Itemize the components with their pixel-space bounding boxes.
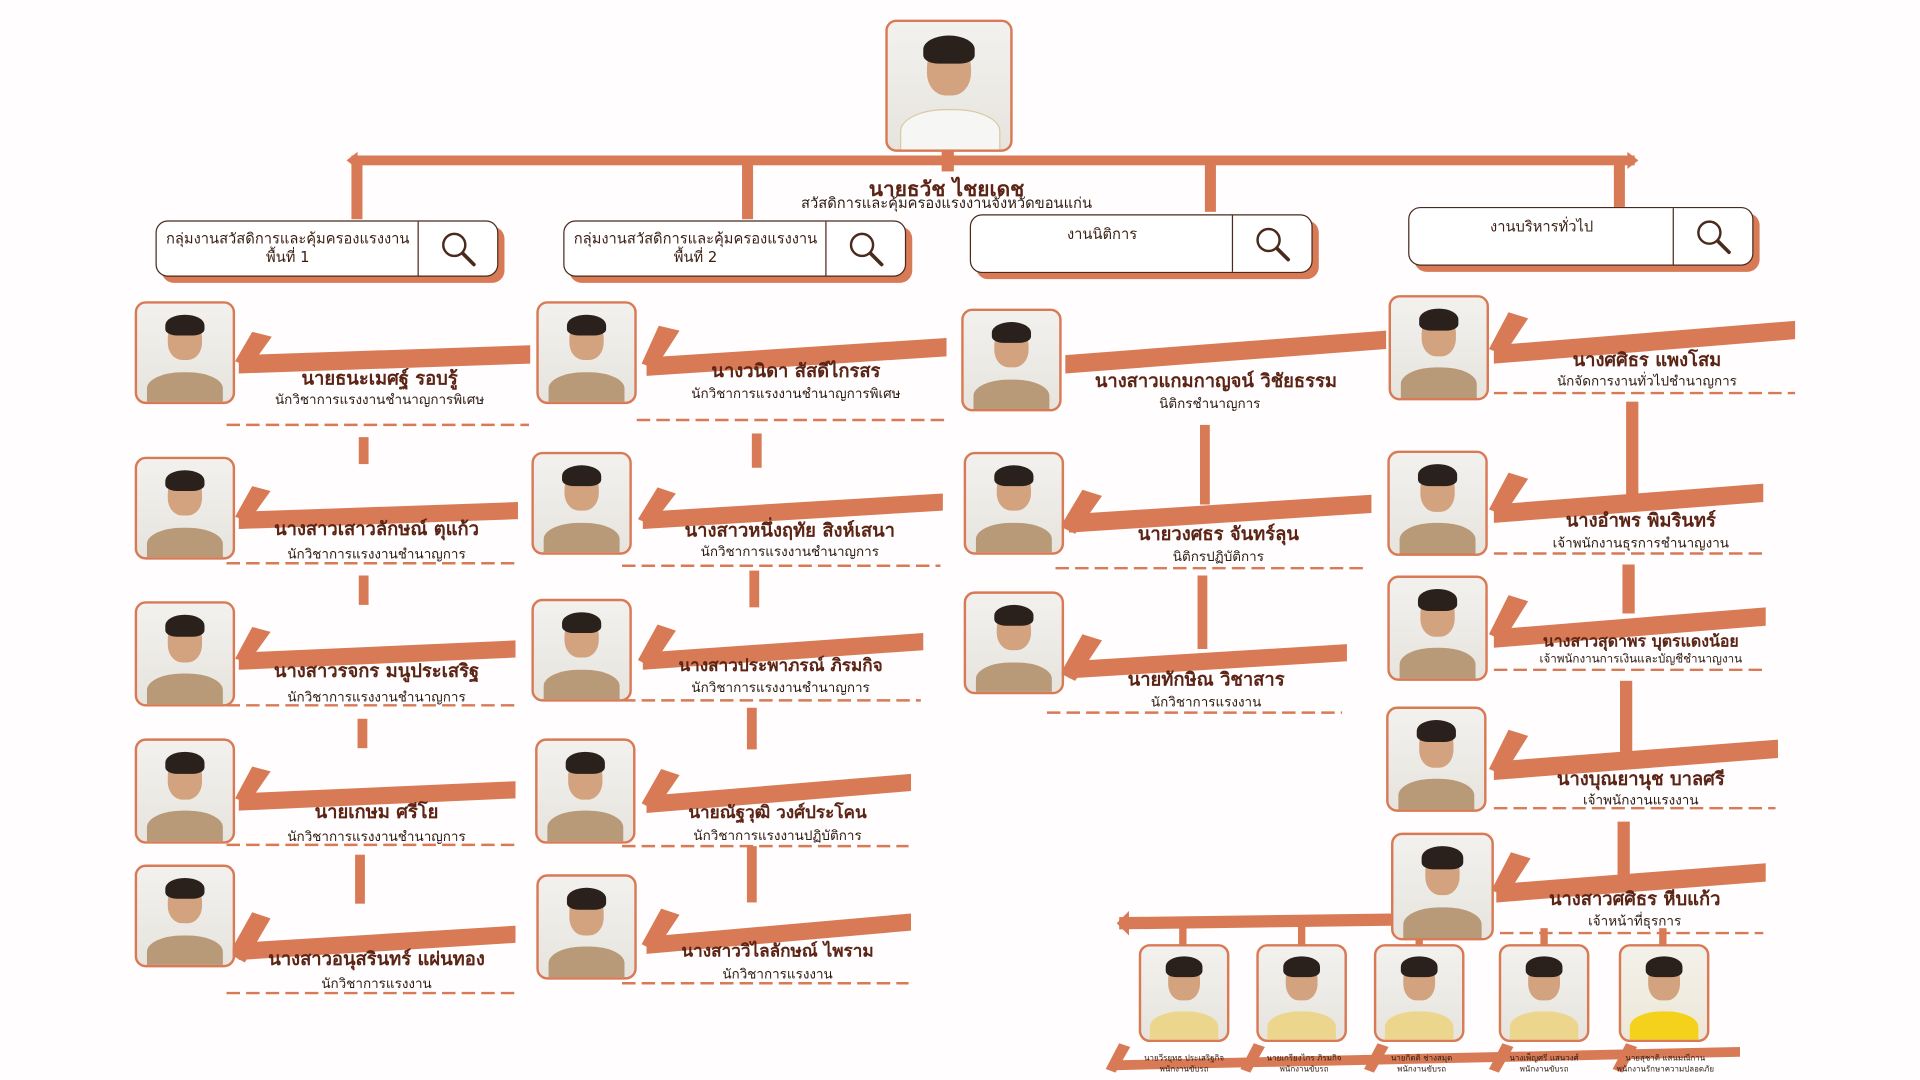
member-role: นักวิชาการแรงงาน bbox=[321, 975, 432, 992]
member-name: นางวนิดา สัสดีไกรสร bbox=[711, 360, 881, 383]
member-name: นางสาวศศิธร หีบแก้ว bbox=[1548, 887, 1721, 910]
staff-role: พนักงานรักษาความปลอดภัย bbox=[1616, 1064, 1715, 1074]
search-icon[interactable] bbox=[419, 222, 497, 276]
member-photo bbox=[963, 451, 1065, 555]
member-photo bbox=[1387, 575, 1488, 681]
staff-name: นายสุชาติ แสนมณีกาน bbox=[1625, 1053, 1706, 1063]
staff-photo bbox=[1618, 944, 1710, 1043]
member-name: นายวงศธร จันทร์ลุน bbox=[1137, 522, 1299, 545]
member-photo bbox=[536, 874, 637, 980]
member-name: นางบุณยานุช บาลศรี bbox=[1556, 767, 1725, 790]
member-name: นางศศิธร แพงโสม bbox=[1572, 348, 1722, 372]
member-photo bbox=[1391, 832, 1494, 941]
member-name: นางสาวหนึ่งฤทัย สิงห์เสนา bbox=[684, 519, 895, 542]
member-role: นักวิชาการแรงงานชำนาญการ bbox=[287, 546, 466, 563]
member-photo bbox=[134, 864, 236, 968]
member-role: เจ้าพนักงานแรงงาน bbox=[1583, 792, 1699, 809]
member-photo bbox=[134, 456, 236, 560]
member-photo bbox=[531, 451, 632, 555]
member-role: เจ้าพนักงานธุรการชำนาญงาน bbox=[1552, 535, 1729, 552]
member-photo bbox=[134, 738, 236, 844]
staff-name: นายเกรียงไกร ภิรมกิจ bbox=[1266, 1053, 1342, 1063]
member-role: เจ้าพนักงานการเงินและบัญชีชำนาญงาน bbox=[1539, 652, 1743, 667]
chief-photo bbox=[885, 19, 1013, 152]
member-name: นางสาวแกมกาญจน์ วิชัยธรรม bbox=[1094, 369, 1337, 392]
search-icon[interactable] bbox=[1674, 208, 1752, 264]
member-name: นายธนะเมศฐ์ รอบรู้ bbox=[301, 367, 458, 390]
member-photo bbox=[134, 601, 236, 707]
staff-role: พนักงานขับรถ bbox=[1159, 1064, 1209, 1074]
member-role: นักวิชาการแรงงานปฏิบัติการ bbox=[693, 827, 862, 844]
member-photo bbox=[1388, 295, 1489, 401]
search-icon[interactable] bbox=[827, 222, 905, 276]
member-photo bbox=[1386, 706, 1487, 812]
group-label: กลุ่มงานสวัสดิการและคุ้มครองแรงงาน พื้นท… bbox=[166, 230, 410, 266]
chief-role: สวัสดิการและคุ้มครองแรงงานจังหวัดขอนแก่น bbox=[801, 194, 1093, 212]
member-role: นักวิชาการแรงงานชำนาญการพิเศษ bbox=[274, 391, 485, 408]
group-box-area-2[interactable]: กลุ่มงานสวัสดิการและคุ้มครองแรงงาน พื้นท… bbox=[563, 220, 907, 277]
member-role: นักวิชาการแรงงานชำนาญการ bbox=[700, 543, 879, 560]
staff-name: นายวีรยุทธ ประเสริฐกิจ bbox=[1144, 1053, 1225, 1063]
staff-name: นายกิตติ ช่างสมุด bbox=[1390, 1053, 1453, 1063]
member-name: นางสาวอนุสรินทร์ แผ่นทอง bbox=[268, 947, 485, 970]
member-name: นายทักษิณ วิชาสาร bbox=[1127, 668, 1285, 691]
staff-photo bbox=[1256, 944, 1347, 1043]
member-role: นิติกรชำนาญการ bbox=[1159, 395, 1261, 412]
member-photo bbox=[536, 301, 637, 405]
member-name: นายเกษม ศรีโย bbox=[314, 800, 439, 823]
group-label: กลุ่มงานสวัสดิการและคุ้มครองแรงงาน พื้นท… bbox=[573, 230, 818, 266]
group-label: งานบริหารทั่วไป bbox=[1490, 217, 1594, 236]
staff-photo bbox=[1373, 944, 1465, 1043]
member-photo bbox=[535, 738, 636, 844]
member-role: นักวิชาการแรงงาน bbox=[722, 966, 833, 983]
staff-name: นางเพ็ญศรี แสนวงศ์ bbox=[1509, 1053, 1579, 1063]
member-role: นักวิชาการแรงงานชำนาญการ bbox=[691, 679, 870, 696]
member-name: นางสาวเสาวลักษณ์ ตุแก้ว bbox=[274, 517, 479, 541]
member-photo bbox=[134, 301, 236, 405]
chief-name: นายธวัช ไชยเดช bbox=[868, 177, 1025, 203]
member-photo bbox=[531, 598, 632, 702]
member-name: นางสาวสุดาพร บุตรแดงน้อย bbox=[1542, 633, 1739, 652]
member-name: นางอำพร พิมรินทร์ bbox=[1565, 509, 1716, 532]
search-icon[interactable] bbox=[1233, 216, 1311, 272]
member-role: เจ้าหน้าที่ธุรการ bbox=[1588, 913, 1682, 930]
member-role: นักวิชาการแรงงาน bbox=[1150, 694, 1262, 711]
member-role: นักจัดการงานทั่วไปชำนาญการ bbox=[1556, 373, 1737, 390]
member-name: นายณัฐวุฒิ วงศ์ประโคน bbox=[688, 803, 867, 823]
group-label: งานนิติการ bbox=[1066, 225, 1138, 243]
group-box-legal[interactable]: งานนิติการ bbox=[969, 214, 1313, 274]
member-name: นางสาวประพาภรณ์ ภิรมกิจ bbox=[678, 656, 883, 676]
member-photo bbox=[963, 591, 1065, 695]
group-box-admin[interactable]: งานบริหารทั่วไป bbox=[1408, 206, 1754, 266]
staff-photo bbox=[1138, 944, 1230, 1043]
staff-role: พนักงานขับรถ bbox=[1519, 1064, 1569, 1074]
member-photo bbox=[961, 308, 1062, 412]
staff-role: พนักงานขับรถ bbox=[1397, 1064, 1447, 1074]
staff-role: พนักงานขับรถ bbox=[1279, 1064, 1329, 1074]
member-role: นักวิชาการแรงงานชำนาญการ bbox=[287, 828, 466, 845]
member-role: นักวิชาการแรงงานชำนาญการพิเศษ bbox=[691, 385, 901, 402]
group-box-area-1[interactable]: กลุ่มงานสวัสดิการและคุ้มครองแรงงาน พื้นท… bbox=[155, 220, 499, 277]
member-name: นางสาววิไลลักษณ์ ไพราม bbox=[681, 941, 874, 962]
member-photo bbox=[1387, 450, 1488, 556]
member-role: นิติกรปฏิบัติการ bbox=[1172, 548, 1264, 565]
member-name: นางสาวรจกร มนูประเสริฐ bbox=[273, 660, 480, 683]
staff-photo bbox=[1498, 944, 1590, 1043]
member-role: นักวิชาการแรงงานชำนาญการ bbox=[287, 689, 466, 706]
